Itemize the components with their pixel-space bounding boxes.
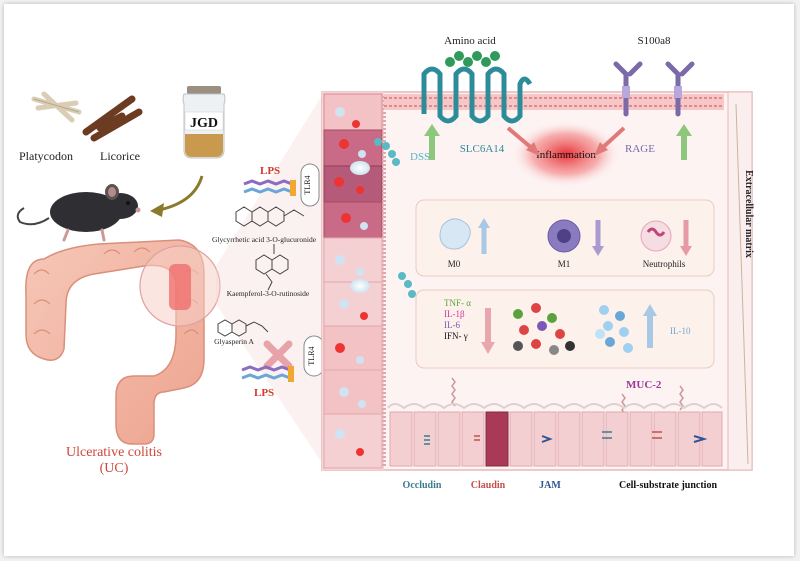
inflammation-glow xyxy=(510,120,622,188)
rage-label: RAGE xyxy=(625,143,655,155)
m1-macrophage-icon xyxy=(547,219,581,253)
il10-up-arrowhead xyxy=(643,304,657,316)
disease-name: Ulcerative colitis xyxy=(66,445,162,460)
amino-acid-chain-icon xyxy=(445,51,500,67)
ecm-fiber xyxy=(735,103,749,465)
tlr4-top-label: TLR4 xyxy=(303,175,312,194)
slc6a14-up-arrowhead xyxy=(424,124,440,136)
disease-abbr: (UC) xyxy=(100,461,129,476)
inflamed-lesion xyxy=(169,264,191,310)
ifn-label: IFN- γ xyxy=(444,331,468,341)
neutrophils-label: Neutrophils xyxy=(643,259,686,269)
il6-label: IL-6 xyxy=(444,320,460,330)
rage-up-arrowhead xyxy=(676,124,692,136)
cytokines-down-arrowhead xyxy=(481,342,495,354)
muc2-label: MUC-2 xyxy=(626,379,662,391)
epithelial-cells xyxy=(323,93,383,469)
m0-up-arrowhead xyxy=(478,218,490,228)
junction-cells xyxy=(387,403,723,467)
jam-label: JAM xyxy=(539,480,561,491)
diagram-canvas: Platycodon Licorice JGD Ulcerative colit… xyxy=(16,35,754,491)
tnf-label: TNF- α xyxy=(444,298,471,308)
neutrophil-down-arrowhead xyxy=(680,246,692,256)
muc2-mucin-icon xyxy=(451,377,684,415)
figure-page: Platycodon Licorice JGD Ulcerative colit… xyxy=(4,4,794,556)
compound-3-label: Glyasperin A xyxy=(214,337,254,346)
m0-macrophage-icon xyxy=(439,218,471,250)
pro-inflammatory-cytokines-icon xyxy=(513,303,575,355)
jgd-jar-icon xyxy=(182,86,226,159)
platycodon-icon xyxy=(31,91,82,123)
rage-to-inflammation-arrowhead xyxy=(594,142,608,156)
il1b-label: IL-1β xyxy=(444,309,465,319)
dss-molecule-icon xyxy=(374,138,416,298)
jgd-to-mouse-arrowhead xyxy=(150,203,164,217)
apical-membrane xyxy=(384,94,724,110)
lps-bottom-chain-icon xyxy=(241,365,294,382)
il10-cytokines-icon xyxy=(595,305,633,353)
slc6a14-label: SLC6A14 xyxy=(460,143,505,155)
m0-label: M0 xyxy=(448,259,461,269)
slc-to-inflammation-arrowhead xyxy=(526,142,540,156)
lps-top-chain-icon xyxy=(243,179,296,196)
kaempferol-molecule-icon xyxy=(255,244,289,291)
compound-1-label: Glycyrrhetic acid 3-O-glucuronide xyxy=(212,235,317,244)
inflammation-label: Inflammation xyxy=(536,149,596,161)
ecm-label: Extracellular matrix xyxy=(743,170,754,258)
glycyrrhetic-molecule-icon xyxy=(235,206,305,227)
block-x-icon xyxy=(263,340,293,370)
m1-label: M1 xyxy=(558,259,571,269)
slc6a14-transporter-icon xyxy=(421,66,533,124)
platycodon-label: Platycodon xyxy=(19,149,73,163)
dss-label: DSS xyxy=(410,151,430,163)
ecm-band xyxy=(727,91,753,471)
glyasperin-molecule-icon xyxy=(217,319,269,337)
s100a8-label: S100a8 xyxy=(638,35,672,47)
jgd-label: JGD xyxy=(190,116,218,131)
m1-down-arrowhead xyxy=(592,246,604,256)
rage-receptor-icon xyxy=(613,61,695,117)
lps-top-label: LPS xyxy=(260,165,280,177)
occludin-label: Occludin xyxy=(403,480,442,491)
licorice-label: Licorice xyxy=(100,149,140,163)
cell-substrate-label: Cell-substrate junction xyxy=(619,480,717,491)
mouse-icon xyxy=(16,184,141,242)
tlr4-top-receptor xyxy=(300,163,320,207)
claudin-label: Claudin xyxy=(471,480,506,491)
compound-2-label: Kaempferol-3-O-rutinoside xyxy=(227,289,310,298)
neutrophil-icon xyxy=(640,220,672,252)
il10-label: IL-10 xyxy=(670,326,691,336)
licorice-icon xyxy=(82,95,143,142)
amino-acid-label: Amino acid xyxy=(444,35,496,47)
tlr4-bottom-label: TLR4 xyxy=(307,346,316,365)
lps-bottom-label: LPS xyxy=(254,387,274,399)
